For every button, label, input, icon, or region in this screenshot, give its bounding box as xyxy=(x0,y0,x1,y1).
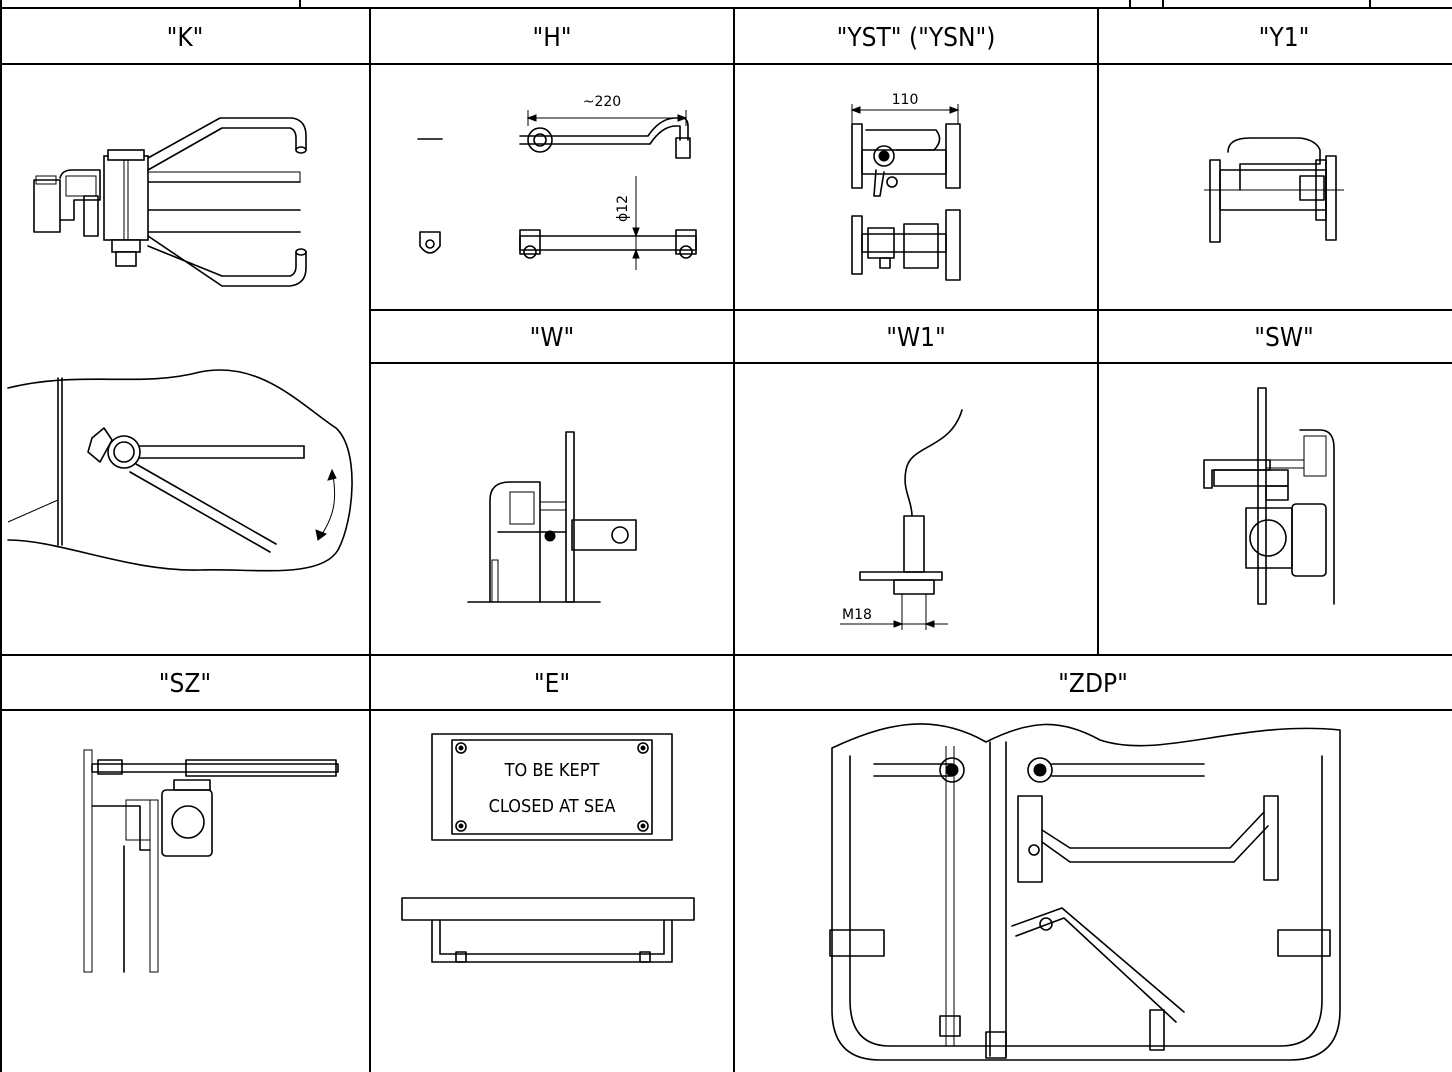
w1-dim-thread: M18 xyxy=(842,607,872,623)
sz-drawing xyxy=(83,749,339,973)
h-hook-drawing: ~220 ϕ12 xyxy=(417,94,697,270)
header-w1: "W1" xyxy=(886,323,946,353)
header-h: "H" xyxy=(532,23,571,53)
yst-drawing: 110 xyxy=(850,92,961,281)
y1-drawing xyxy=(1204,137,1344,243)
header-e: "E" xyxy=(534,669,570,699)
sw-drawing xyxy=(1203,387,1335,605)
h-dim-length: ~220 xyxy=(583,94,621,110)
header-w: "W" xyxy=(530,323,575,353)
h-dim-diameter: ϕ12 xyxy=(615,195,631,222)
e-plate-line1: TO BE KEPT xyxy=(504,760,600,781)
header-zdp: "ZDP" xyxy=(1058,669,1128,699)
header-sw: "SW" xyxy=(1254,323,1314,353)
header-k: "K" xyxy=(167,23,204,53)
w-drawing xyxy=(467,431,637,603)
header-y1: "Y1" xyxy=(1259,23,1310,53)
w1-drawing: M18 xyxy=(840,409,963,630)
e-warning-plate-drawing: TO BE KEPT CLOSED AT SEA xyxy=(401,733,695,963)
yst-dim-width: 110 xyxy=(892,92,919,108)
zdp-drawing xyxy=(829,723,1341,1061)
e-plate-line2: CLOSED AT SEA xyxy=(489,796,616,817)
k-clamp-section-drawing xyxy=(33,117,307,287)
header-yst: "YST" ("YSN") xyxy=(837,23,996,53)
k-clamp-plan-drawing xyxy=(7,369,353,572)
header-sz: "SZ" xyxy=(159,669,211,699)
